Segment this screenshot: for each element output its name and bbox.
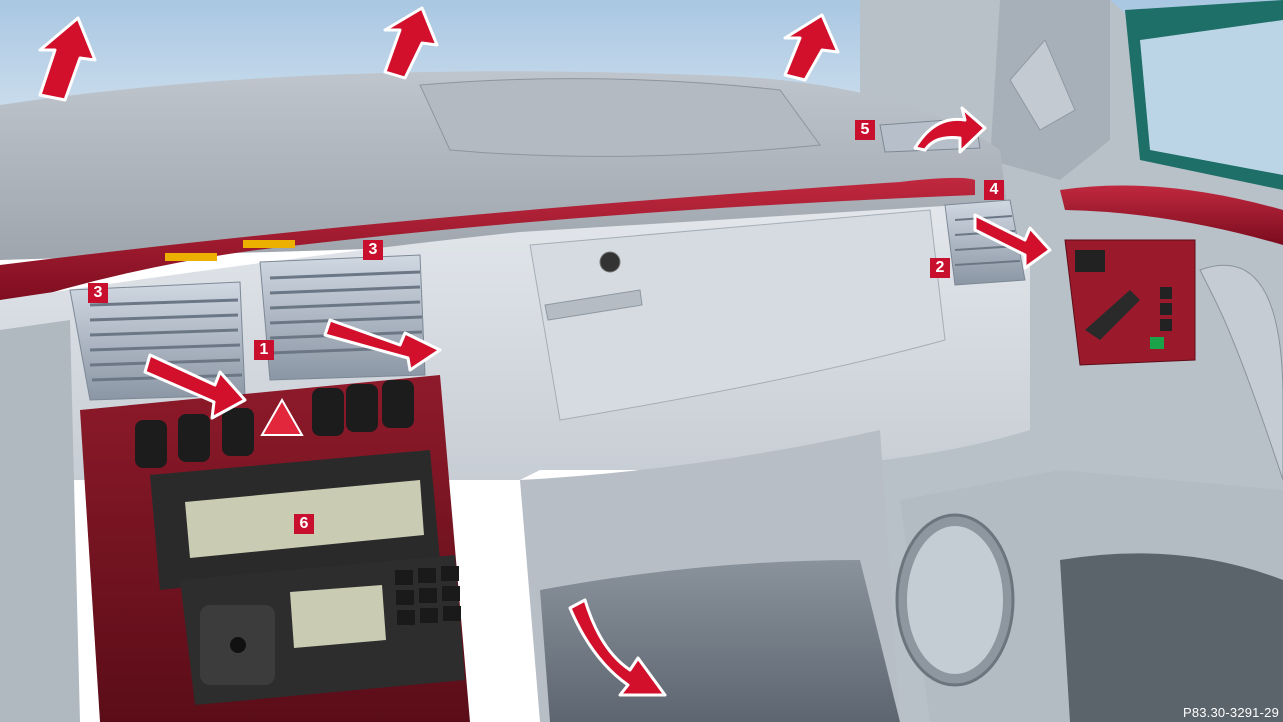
memory-set-button — [1150, 337, 1164, 349]
callout-1: 1 — [254, 340, 274, 360]
parktronic-indicator-left — [165, 253, 217, 261]
callout-3-left: 3 — [88, 283, 108, 303]
audio-keypad — [395, 566, 461, 625]
audio-joystick — [230, 637, 246, 653]
callout-6: 6 — [294, 514, 314, 534]
callout-3-right: 3 — [363, 240, 383, 260]
memory-button-2 — [1160, 303, 1172, 315]
door-bin — [1060, 553, 1283, 722]
figure-reference-code: P83.30-3291-29 — [1183, 705, 1279, 720]
callout-4: 4 — [984, 180, 1004, 200]
seat-memory-switch — [1075, 250, 1105, 272]
glove-box-lock — [600, 252, 620, 272]
memory-button-3 — [1160, 319, 1172, 331]
memory-button-1 — [1160, 287, 1172, 299]
callout-2: 2 — [930, 258, 950, 278]
parktronic-indicator-right — [243, 240, 295, 248]
callout-5: 5 — [855, 120, 875, 140]
passenger-airbag-cover — [420, 79, 820, 157]
door-speaker-grille — [907, 526, 1003, 674]
audio-display — [290, 585, 386, 648]
steering-column-area — [0, 320, 80, 722]
side-mirror-view — [1140, 20, 1283, 175]
